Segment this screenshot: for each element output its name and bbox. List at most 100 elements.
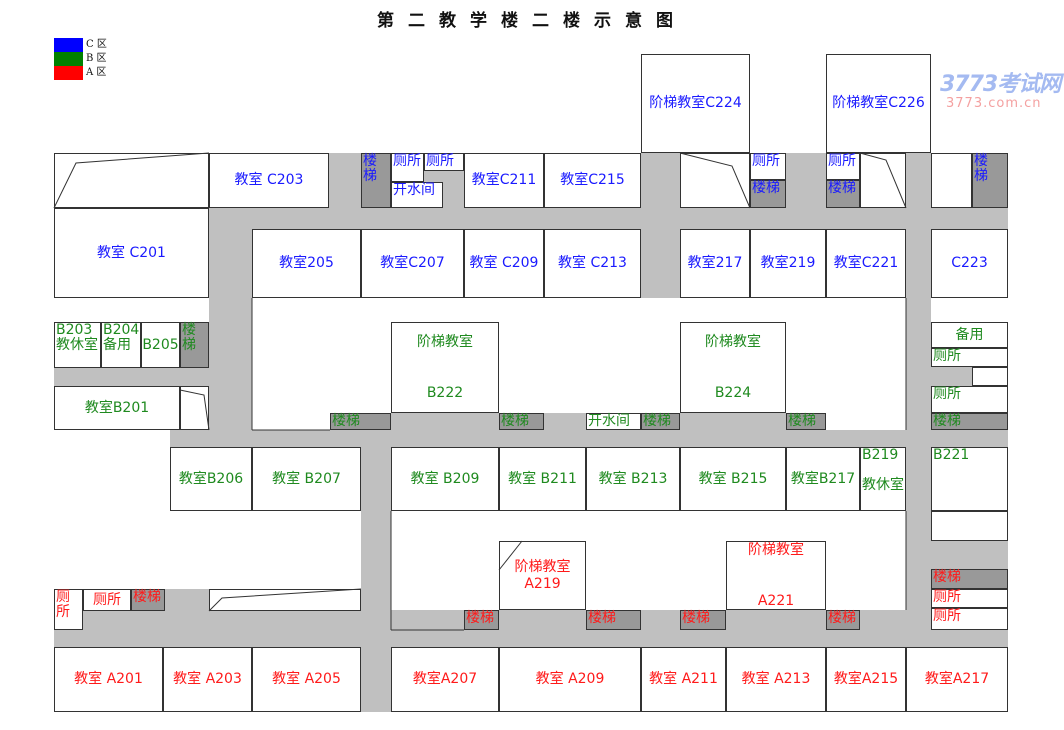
room-b215: 教室 B215: [680, 447, 786, 511]
corridor: [209, 208, 252, 447]
stairs: 楼 梯: [972, 153, 1008, 208]
room-unlabeled: [180, 386, 209, 430]
room-c213: 教室 C213: [544, 229, 641, 298]
stairs: 楼 梯: [361, 153, 391, 208]
room-c221: 教室C221: [826, 229, 906, 298]
corridor: [641, 153, 680, 298]
room-unlabeled: [931, 511, 1008, 541]
room-unlabeled: [680, 153, 750, 208]
room-a217: 教室A217: [906, 647, 1008, 712]
watermark-url: 3773.com.cn: [946, 96, 1042, 111]
restroom: 厕所: [931, 589, 1008, 608]
room-b211: 教室 B211: [499, 447, 586, 511]
restroom: 厕所: [83, 589, 131, 611]
room-unlabeled: [972, 367, 1008, 386]
room-c219: 教室219: [750, 229, 826, 298]
room-a213: 教室 A213: [726, 647, 826, 712]
corridor: [170, 430, 1008, 447]
room-c207: 教室C207: [361, 229, 464, 298]
corridor: [931, 367, 972, 386]
restroom: 厕所: [826, 153, 860, 180]
page-title: 第二教学楼二楼示意图: [377, 11, 687, 31]
room-unlabeled: [860, 153, 906, 208]
corridor: [54, 630, 1008, 647]
restroom: 厕 所: [54, 589, 83, 630]
room-c205: 教室205: [252, 229, 361, 298]
room-c226: 阶梯教室C226: [826, 54, 931, 153]
restroom: 厕所: [391, 153, 424, 182]
room-a205: 教室 A205: [252, 647, 361, 712]
stairs: 楼梯: [931, 413, 1008, 430]
legend-label-a: A 区: [86, 67, 107, 78]
room-c215: 教室C215: [544, 153, 641, 208]
legend-label-c: C 区: [86, 39, 107, 50]
room-b205: B205: [141, 322, 180, 368]
corridor: [54, 368, 209, 386]
room-b204: B204 备用: [101, 322, 141, 368]
stairs: 楼梯: [826, 610, 860, 630]
stairs: 楼梯: [750, 180, 786, 208]
corridor: [329, 153, 361, 208]
room-b221: B221: [931, 447, 1008, 511]
stairs: 楼梯: [464, 610, 499, 630]
stairs: 楼 梯: [180, 322, 209, 368]
room-b219: B219 教休室: [860, 447, 906, 511]
restroom: 厕所: [750, 153, 786, 180]
room-b201: 教室B201: [54, 386, 180, 430]
room-c211: 教室C211: [464, 153, 544, 208]
stairs: 楼梯: [826, 180, 860, 208]
stairs: 楼梯: [131, 589, 165, 611]
watermark-logo: 3773考试网: [940, 72, 1061, 97]
corridor: [209, 208, 1008, 229]
corridor: [641, 413, 826, 430]
corridor: [83, 611, 361, 630]
room-a221: 阶梯教室 A221: [726, 541, 826, 610]
stairs: 楼梯: [680, 610, 726, 630]
room-a203: 教室 A203: [163, 647, 252, 712]
room-a209: 教室 A209: [499, 647, 641, 712]
legend-swatch-b: [54, 52, 83, 66]
room-a207: 教室A207: [391, 647, 499, 712]
corridor: [931, 541, 1008, 569]
room-b224: 阶梯教室 B224: [680, 322, 786, 413]
room-c203: 教室 C203: [209, 153, 329, 208]
stairs: 楼梯: [786, 413, 826, 430]
legend-label-b: B 区: [86, 53, 107, 64]
legend-swatch-a: [54, 66, 83, 80]
room-b209: 教室 B209: [391, 447, 499, 511]
room-a211: 教室 A211: [641, 647, 726, 712]
room-c224: 阶梯教室C224: [641, 54, 750, 153]
room-unlabeled: [54, 153, 209, 208]
legend-swatch-c: [54, 38, 83, 52]
room-b207: 教室 B207: [252, 447, 361, 511]
room-b-spare: 备用: [931, 322, 1008, 348]
room-a201: 教室 A201: [54, 647, 163, 712]
room-b-water: 开水间: [586, 413, 641, 430]
room-c201: 教室 C201: [54, 208, 209, 298]
corridor: [786, 153, 826, 208]
room-b217: 教室B217: [786, 447, 860, 511]
room-unlabeled: [931, 153, 972, 208]
room-a219: 阶梯教室 A219: [499, 541, 586, 610]
room-c223: C223: [931, 229, 1008, 298]
stairs: 楼梯: [330, 413, 391, 430]
restroom: 厕所: [931, 386, 1008, 413]
restroom: 厕所: [424, 153, 464, 171]
stairs: 楼梯: [586, 610, 641, 630]
room-c217: 教室217: [680, 229, 750, 298]
room-c-water: 开水间: [391, 182, 443, 208]
restroom: 厕所: [931, 608, 1008, 630]
corridor: [361, 430, 391, 712]
room-b222: 阶梯教室 B222: [391, 322, 499, 413]
room-unlabeled: [209, 589, 361, 611]
room-b213: 教室 B213: [586, 447, 680, 511]
stairs: 楼梯: [641, 413, 680, 430]
restroom: 厕所: [931, 348, 1008, 367]
stairs: 楼梯: [931, 569, 1008, 589]
room-b206: 教室B206: [170, 447, 252, 511]
room-b203: B203 教休室: [54, 322, 101, 368]
room-c209: 教室 C209: [464, 229, 544, 298]
room-a215: 教室A215: [826, 647, 906, 712]
corridor: [906, 153, 931, 630]
